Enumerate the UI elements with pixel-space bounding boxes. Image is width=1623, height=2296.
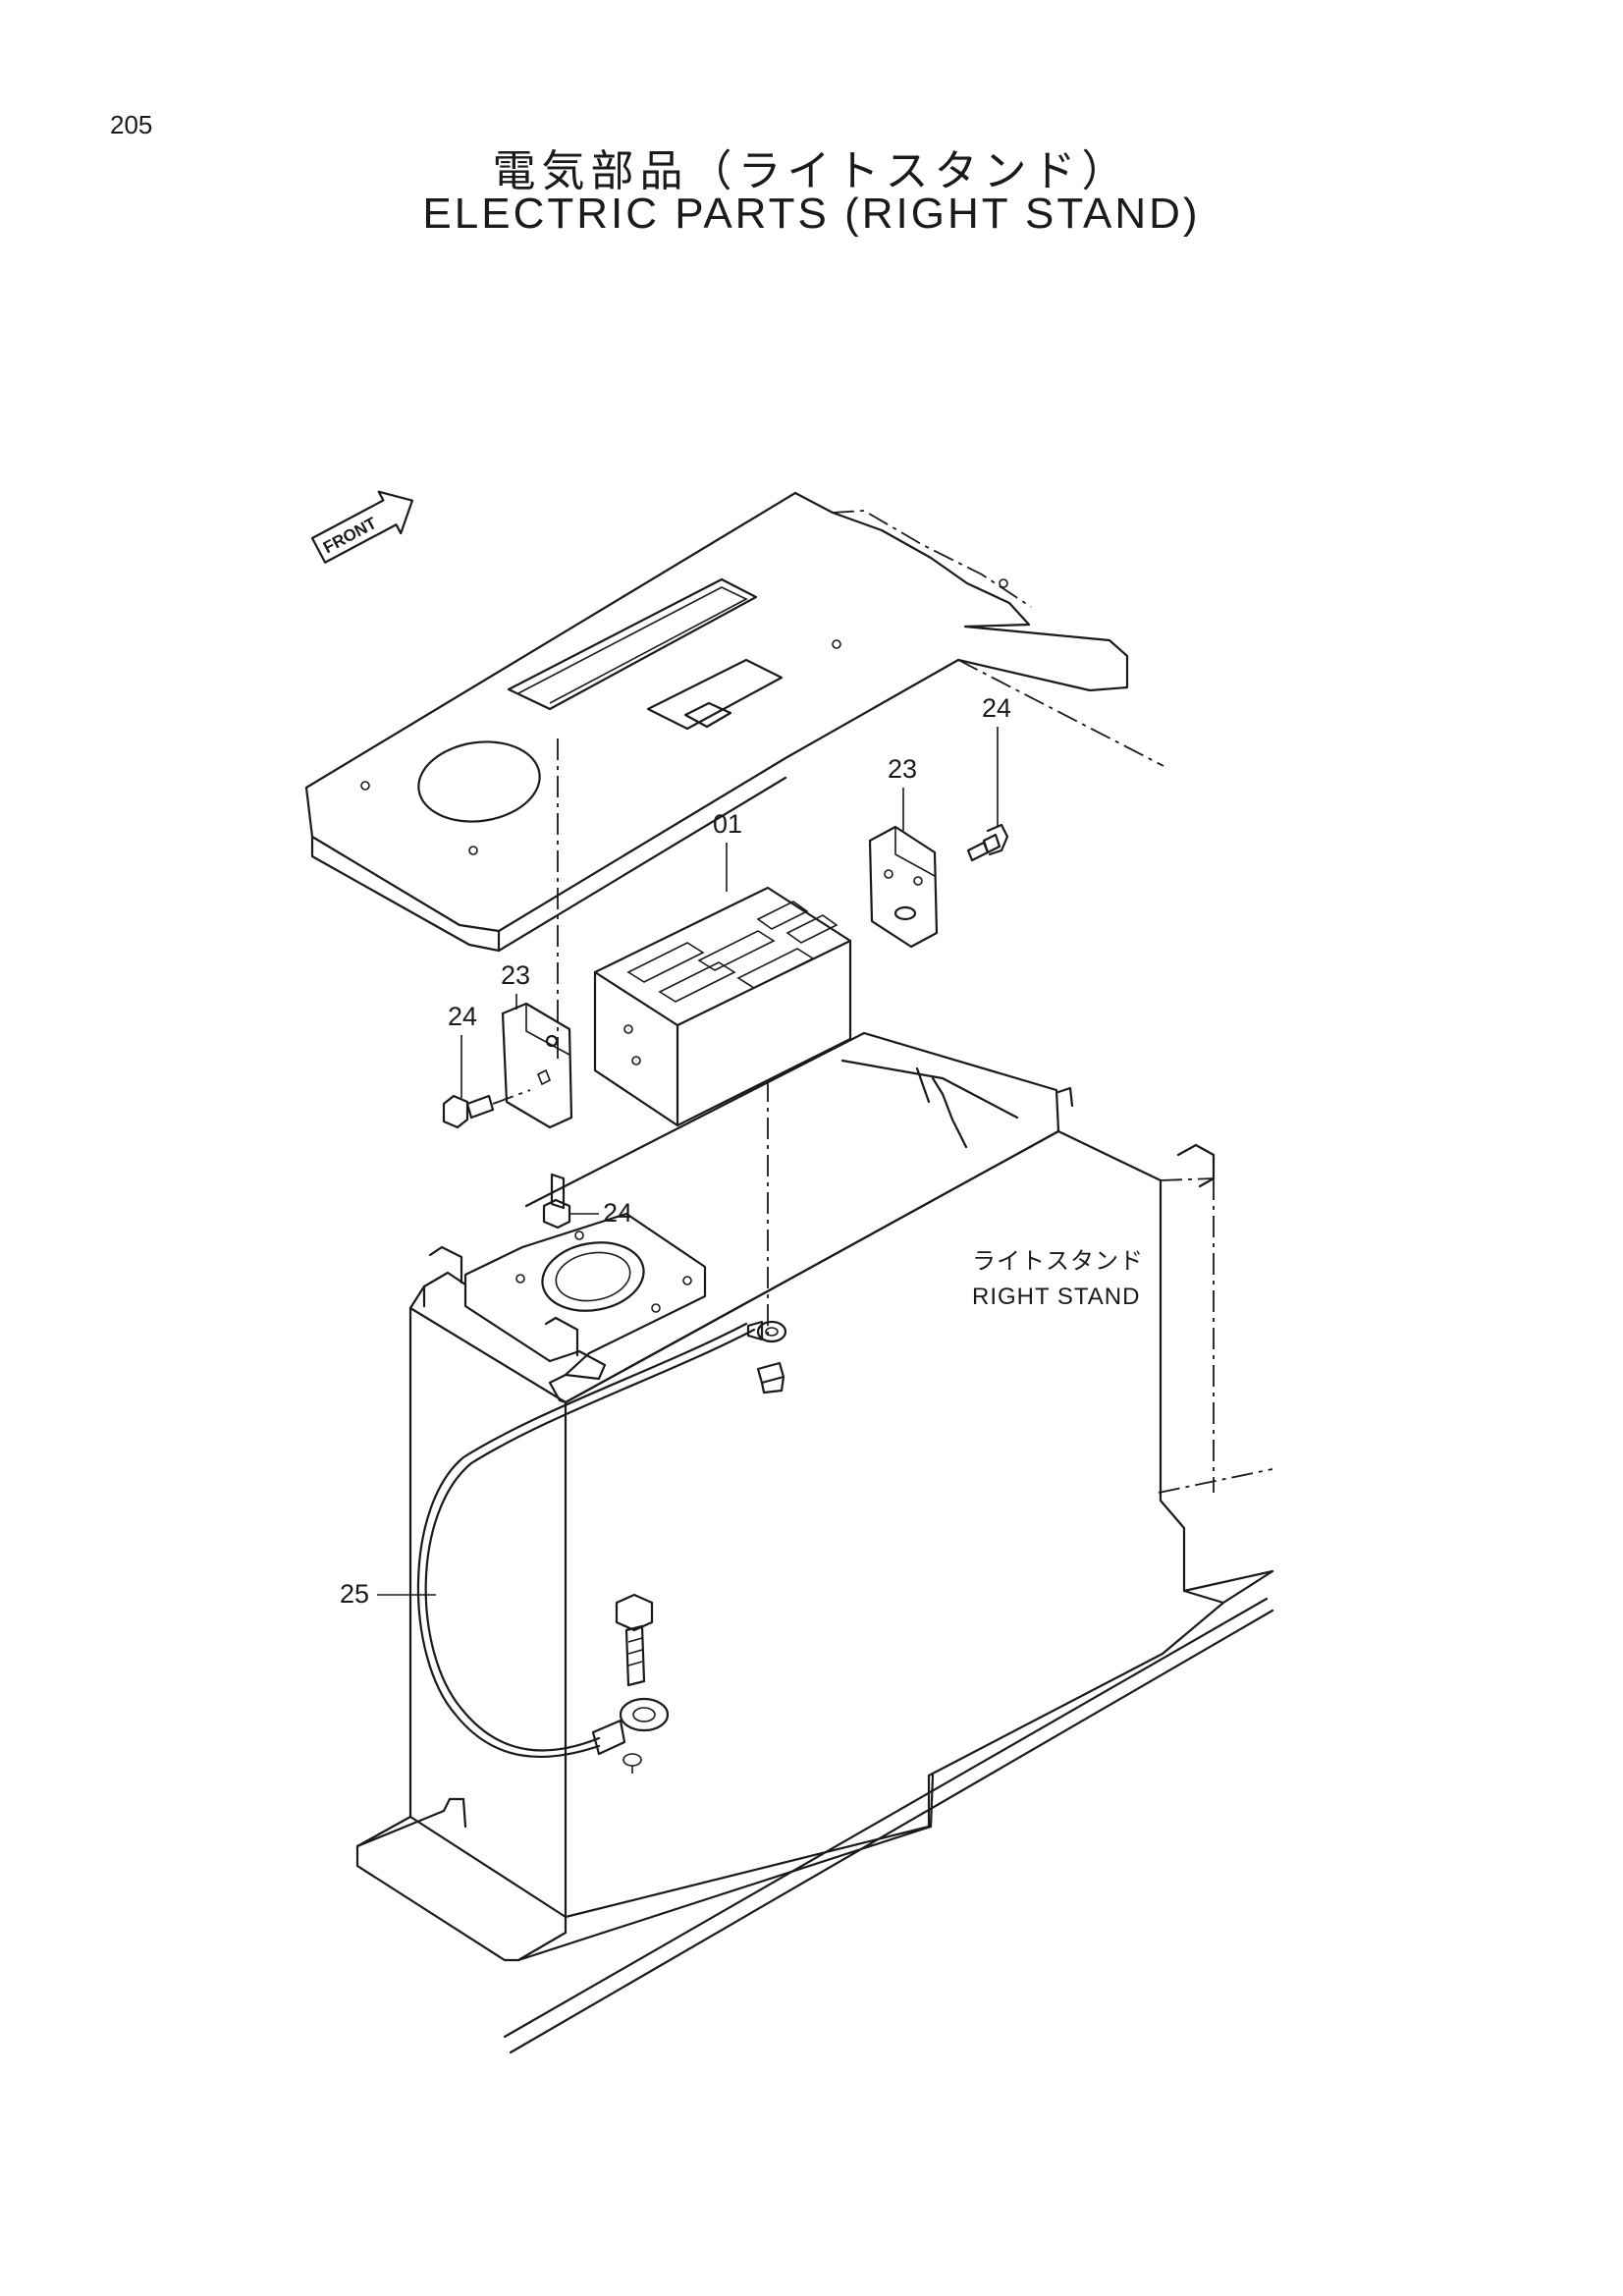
screw-right [966, 823, 1009, 862]
front-arrow-icon: FRONT [310, 490, 414, 564]
screw-left [442, 1089, 531, 1129]
title-english: ELECTRIC PARTS (RIGHT STAND) [422, 190, 1201, 238]
top-cover-plate [304, 491, 1129, 953]
callout-23-left: 23 [501, 960, 530, 1010]
callout-25: 25 [340, 1579, 436, 1609]
callout-24-right: 24 [982, 693, 1011, 827]
bracket-right [868, 825, 939, 949]
page-number: 205 [110, 110, 153, 139]
callout-24-left: 24 [448, 1002, 477, 1098]
screw-middle [542, 1173, 571, 1230]
callout-label-24-left: 24 [448, 1002, 477, 1031]
callout-label-23-left: 23 [501, 960, 530, 990]
callout-label-01: 01 [713, 809, 742, 839]
ground-cable [416, 1320, 787, 1774]
callout-23-right: 23 [888, 754, 917, 831]
controller-box [593, 886, 852, 1127]
title-japanese: 電気部品（ライトスタンド） [492, 146, 1131, 196]
callout-label-23-right: 23 [888, 754, 917, 784]
callout-label-25: 25 [340, 1579, 369, 1609]
stand-label-english: RIGHT STAND [972, 1284, 1140, 1310]
callout-01: 01 [713, 809, 742, 892]
callout-24-middle: 24 [569, 1198, 632, 1228]
callout-label-24-middle: 24 [603, 1198, 632, 1228]
right-stand-body [355, 1031, 1274, 2054]
callout-label-24-right: 24 [982, 693, 1011, 723]
front-label: FRONT [320, 514, 380, 558]
stand-label-japanese: ライトスタンド [972, 1248, 1144, 1275]
bracket-left [501, 1002, 573, 1129]
